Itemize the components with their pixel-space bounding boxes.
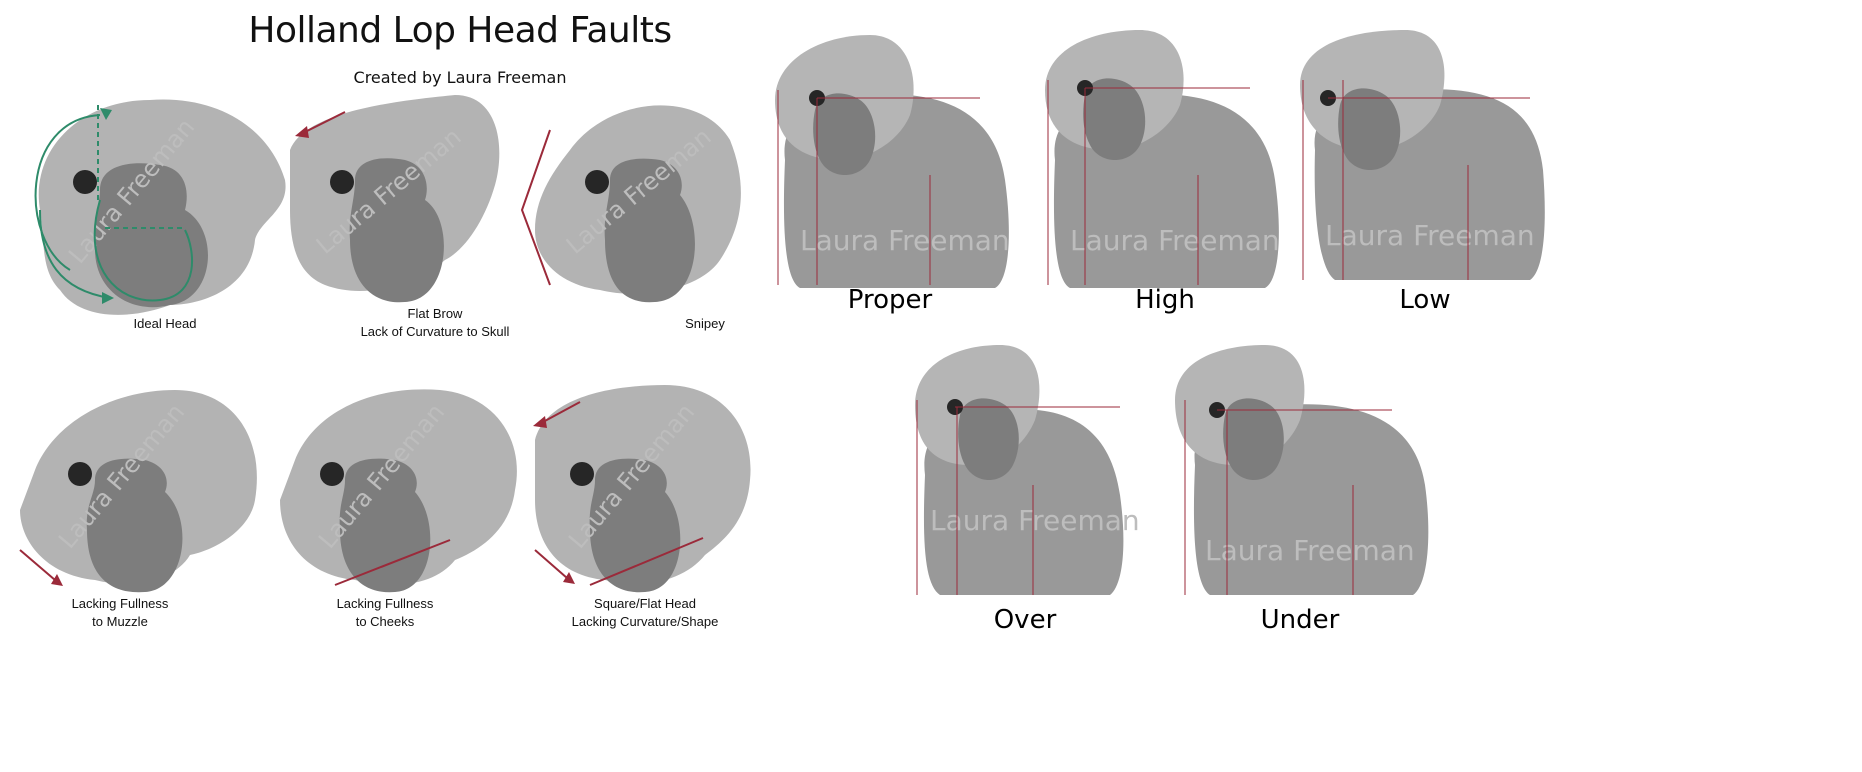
muzzle-shape	[94, 163, 208, 308]
svg-text:Laura Freeman: Laura Freeman	[930, 504, 1140, 537]
position-label-low: Low	[1399, 285, 1451, 315]
svg-text:Laura Freeman: Laura Freeman	[1205, 534, 1415, 567]
caption-line: to Muzzle	[92, 614, 148, 629]
caption-line: Snipey	[685, 316, 725, 331]
head-figure-square: Laura Freeman	[525, 380, 815, 670]
caption-line: Lacking Fullness	[336, 596, 434, 611]
eye-dot	[73, 170, 97, 194]
head-figure-snipey: Laura Freeman	[520, 90, 810, 380]
svg-text:Laura Freeman: Laura Freeman	[1325, 219, 1535, 252]
caption-cheeks: Lacking Fullness to Cheeks	[300, 595, 470, 631]
position-label-under: Under	[1260, 605, 1340, 635]
position-label-over: Over	[993, 605, 1057, 635]
diagram-title: Holland Lop Head Faults	[248, 10, 672, 51]
caption-line: to Cheeks	[355, 614, 415, 629]
head-figure-cheeks: Laura Freeman	[275, 380, 565, 670]
caption-ideal: Ideal Head	[65, 315, 265, 333]
caption-line: Lack of Curvature to Skull	[360, 324, 510, 339]
diagram-subtitle: Created by Laura Freeman	[353, 68, 567, 87]
caption-line: Lacking Curvature/Shape	[571, 614, 719, 629]
caption-line: Ideal Head	[133, 316, 197, 331]
caption-flat-brow: Flat Brow Lack of Curvature to Skull	[320, 305, 550, 341]
position-label-proper: Proper	[847, 285, 933, 315]
caption-snipey: Snipey	[645, 315, 765, 333]
svg-text:Laura Freeman: Laura Freeman	[1070, 224, 1280, 257]
caption-line: Square/Flat Head	[594, 596, 696, 611]
position-label-high: High	[1135, 285, 1195, 315]
caption-muzzle: Lacking Fullness to Muzzle	[35, 595, 205, 631]
caption-square: Square/Flat Head Lacking Curvature/Shape	[545, 595, 745, 631]
caption-line: Flat Brow	[407, 306, 463, 321]
head-figure-ideal: Laura Freeman	[20, 90, 310, 380]
head-figure-muzzle: Laura Freeman	[15, 380, 305, 670]
caption-line: Lacking Fullness	[71, 596, 169, 611]
svg-text:Laura Freeman: Laura Freeman	[800, 224, 1010, 257]
head-figure-flat-brow: Laura Freeman	[285, 90, 575, 380]
